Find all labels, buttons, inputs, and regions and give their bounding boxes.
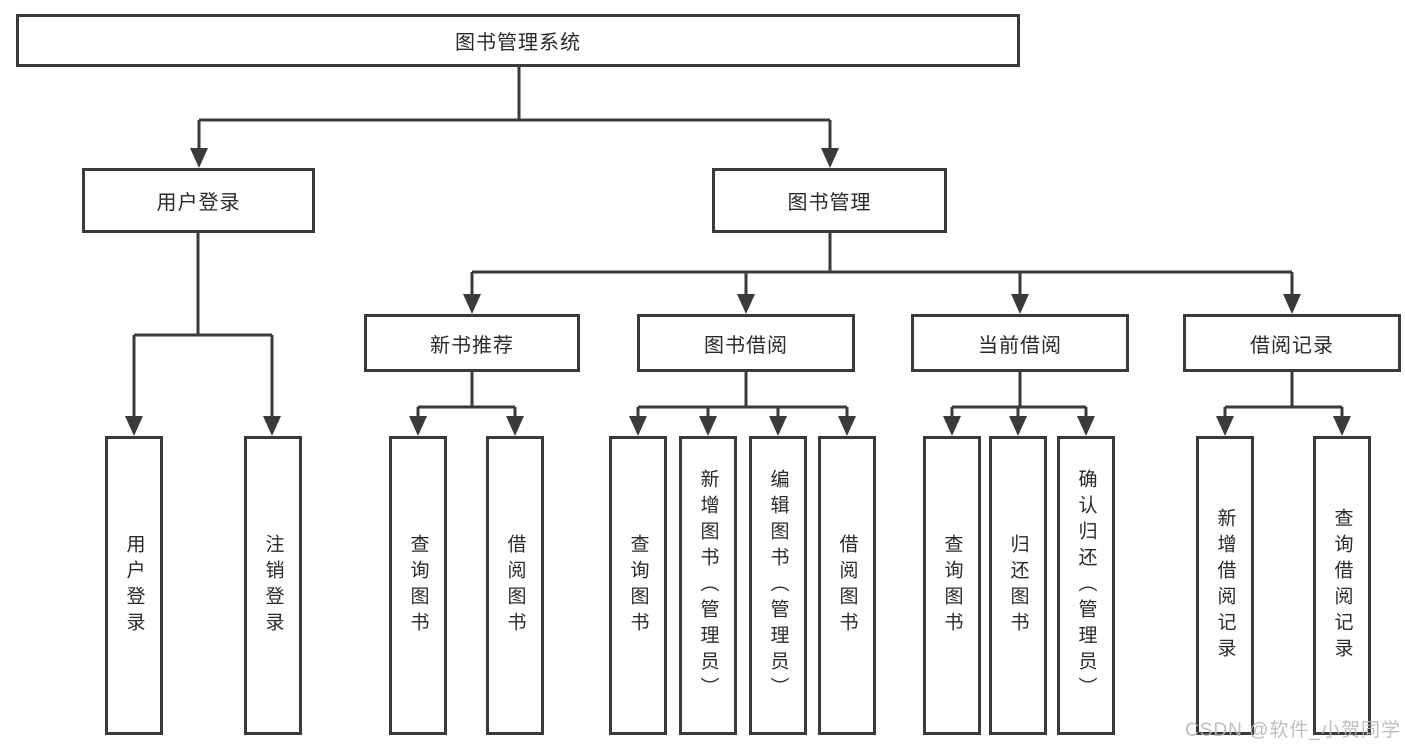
connector-line (416, 372, 517, 420)
arrow-down-icon (506, 416, 524, 436)
leaf-label: 借阅图书 (504, 533, 526, 638)
node-label: 图书管理系统 (455, 32, 581, 54)
leaf-label: 新增借阅记录 (1214, 507, 1236, 664)
book-borrow-connector (629, 372, 856, 436)
arrow-down-icon (409, 416, 427, 436)
leaf-add-borrow-record: 新增借阅记录 (1196, 436, 1254, 735)
arrow-down-icon (737, 294, 755, 314)
leaf-query-books-borrow: 查询图书 (609, 436, 667, 735)
new-book-connector (409, 372, 524, 436)
arrow-down-icon (699, 416, 717, 436)
borrow-records-connector (1216, 372, 1351, 436)
node-label: 当前借阅 (978, 334, 1062, 357)
book-management-connector (463, 233, 1301, 314)
leaf-query-books-newbook: 查询图书 (389, 436, 447, 735)
node-label: 新书推荐 (430, 334, 514, 357)
leaf-borrow-books-newbook: 借阅图书 (486, 436, 544, 735)
user-login-connector (125, 233, 281, 436)
leaf-label: 新增图书（管理员） (697, 468, 719, 703)
leaf-borrow-books: 借阅图书 (818, 436, 876, 735)
leaf-label: 编辑图书（管理员） (767, 468, 789, 703)
arrow-down-icon (943, 416, 961, 436)
arrow-down-icon (821, 148, 839, 168)
connector-line (132, 233, 274, 418)
arrow-down-icon (1077, 416, 1095, 436)
leaf-add-books-admin: 新增图书（管理员） (679, 436, 737, 735)
node-user-login: 用户登录 (82, 168, 315, 233)
node-book-management: 图书管理 (712, 168, 947, 233)
arrow-down-icon (1011, 294, 1029, 314)
current-borrow-connector (943, 372, 1095, 436)
leaf-label: 查询图书 (627, 533, 649, 638)
leaf-label: 查询图书 (941, 533, 963, 638)
leaf-query-borrow-record: 查询借阅记录 (1313, 436, 1371, 735)
node-label: 用户登录 (156, 192, 241, 214)
connector-line (950, 372, 1088, 420)
arrow-down-icon (463, 294, 481, 314)
node-label: 借阅记录 (1250, 334, 1334, 357)
root-connector (190, 67, 839, 168)
arrow-down-icon (1216, 416, 1234, 436)
leaf-label: 查询图书 (407, 533, 429, 638)
arrow-down-icon (629, 416, 647, 436)
leaf-logout: 注销登录 (244, 436, 302, 735)
arrow-down-icon (769, 416, 787, 436)
connector-line (636, 372, 849, 420)
connector-line (1223, 372, 1344, 420)
leaf-edit-books-admin: 编辑图书（管理员） (749, 436, 807, 735)
leaf-label: 查询借阅记录 (1331, 507, 1353, 664)
arrow-down-icon (1283, 294, 1301, 314)
connector-line (470, 233, 1294, 298)
leaf-label: 借阅图书 (836, 533, 858, 638)
leaf-label: 确认归还（管理员） (1075, 468, 1097, 703)
arrow-down-icon (838, 416, 856, 436)
leaf-label: 归还图书 (1007, 533, 1029, 638)
leaf-label: 用户登录 (123, 533, 145, 638)
arrow-down-icon (125, 416, 143, 436)
leaf-label: 注销登录 (262, 533, 284, 638)
node-current-borrow: 当前借阅 (911, 314, 1129, 372)
csdn-watermark: CSDN @软件_小贺同学 (1185, 720, 1401, 741)
leaf-query-books-current: 查询图书 (923, 436, 981, 735)
connector-line (197, 67, 832, 152)
leaf-user-login: 用户登录 (105, 436, 163, 735)
arrow-down-icon (1009, 416, 1027, 436)
arrow-down-icon (263, 416, 281, 436)
arrow-down-icon (1333, 416, 1351, 436)
node-label: 图书管理 (787, 192, 872, 214)
node-book-borrow: 图书借阅 (637, 314, 855, 372)
arrow-down-icon (190, 148, 208, 168)
leaf-return-books: 归还图书 (989, 436, 1047, 735)
node-label: 图书借阅 (704, 334, 788, 357)
node-new-book-recommend: 新书推荐 (364, 314, 580, 372)
leaf-confirm-return-admin: 确认归还（管理员） (1057, 436, 1115, 735)
node-borrow-records: 借阅记录 (1183, 314, 1401, 372)
node-root-system: 图书管理系统 (16, 14, 1020, 67)
